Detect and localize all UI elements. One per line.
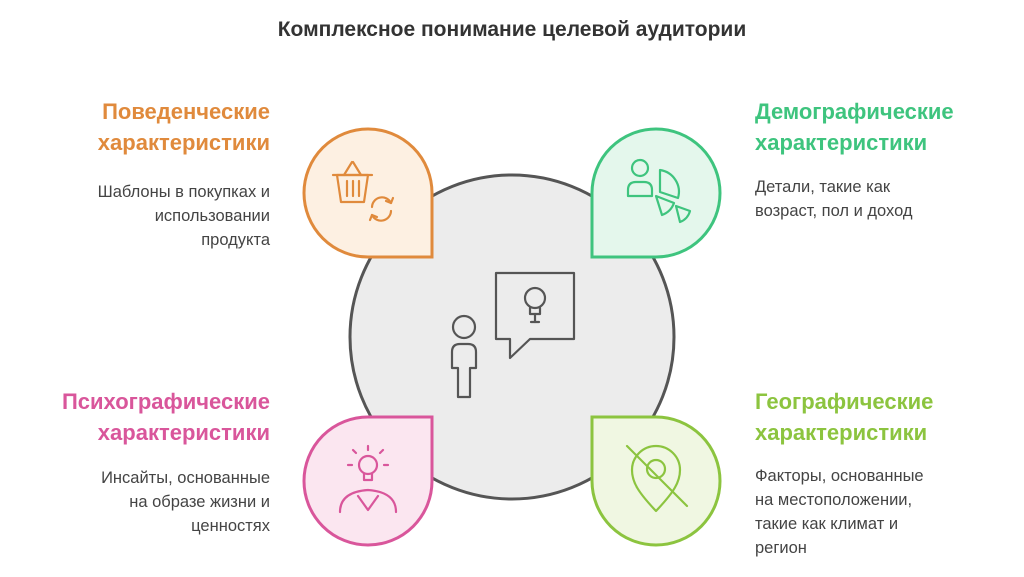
behavioral-heading: Поведенческие характеристики xyxy=(97,99,270,155)
shopping-basket-refresh-icon xyxy=(331,160,395,222)
person-lightbulb-icon xyxy=(338,444,398,514)
geographic-shape xyxy=(590,415,722,547)
behavioral-description: Шаблоны в покупках и использовании проду… xyxy=(97,183,270,249)
geographic-heading: Географические характеристики xyxy=(755,389,934,445)
location-off-icon xyxy=(625,444,689,513)
demographic-shape xyxy=(590,127,722,259)
person-pie-chart-icon xyxy=(626,158,692,224)
behavioral-shape xyxy=(302,127,434,259)
person-idea-bubble-icon xyxy=(450,271,576,399)
psychographic-description: Инсайты, основанные на образе жизни и це… xyxy=(101,469,270,535)
psychographic-heading: Психографические характеристики xyxy=(61,389,270,445)
demographic-heading: Демографические характеристики xyxy=(755,99,954,155)
diagram-title: Комплексное понимание целевой аудитории xyxy=(277,18,747,41)
geographic-description: Факторы, основанные на местоположении, т… xyxy=(755,467,924,557)
demographic-description: Детали, такие как возраст, пол и доход xyxy=(755,178,913,220)
